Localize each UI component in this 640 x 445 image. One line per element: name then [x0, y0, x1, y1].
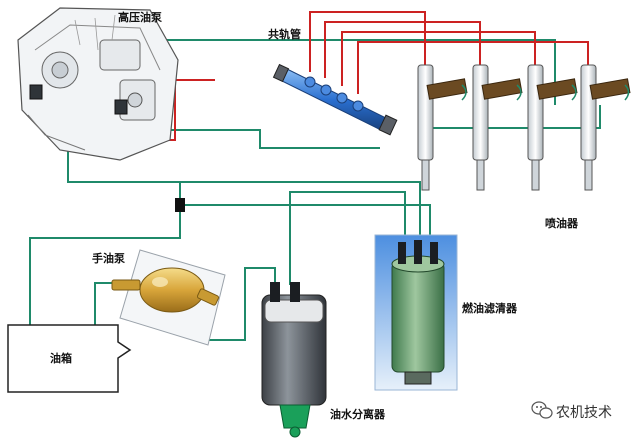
- fuel-tank: [7, 324, 132, 393]
- injector-3: [527, 64, 578, 191]
- injector-1: [417, 64, 468, 191]
- label-water-separator: 油水分离器: [330, 407, 386, 421]
- high-pressure-pump: [17, 7, 179, 161]
- pressure-lines: [127, 11, 589, 141]
- hand-pump: [111, 249, 226, 346]
- water-separator: [261, 282, 327, 438]
- tee-junction: [175, 198, 185, 212]
- watermark: 农机技术: [531, 401, 612, 421]
- watermark-text: 农机技术: [556, 405, 612, 421]
- fuel-filter: [374, 234, 458, 391]
- label-high-pressure-pump: 高压油泵: [118, 10, 162, 24]
- injectors: [417, 64, 631, 191]
- label-injector: 喷油器: [545, 216, 579, 230]
- common-rail: [272, 63, 398, 136]
- label-fuel-filter: 燃油滤清器: [461, 301, 518, 315]
- wechat-icon: [531, 401, 553, 419]
- injector-4: [580, 64, 631, 191]
- label-fuel-tank: 油箱: [50, 351, 72, 365]
- injector-2: [472, 64, 523, 191]
- label-hand-pump: 手油泵: [92, 251, 125, 265]
- label-common-rail: 共轨管: [268, 27, 301, 41]
